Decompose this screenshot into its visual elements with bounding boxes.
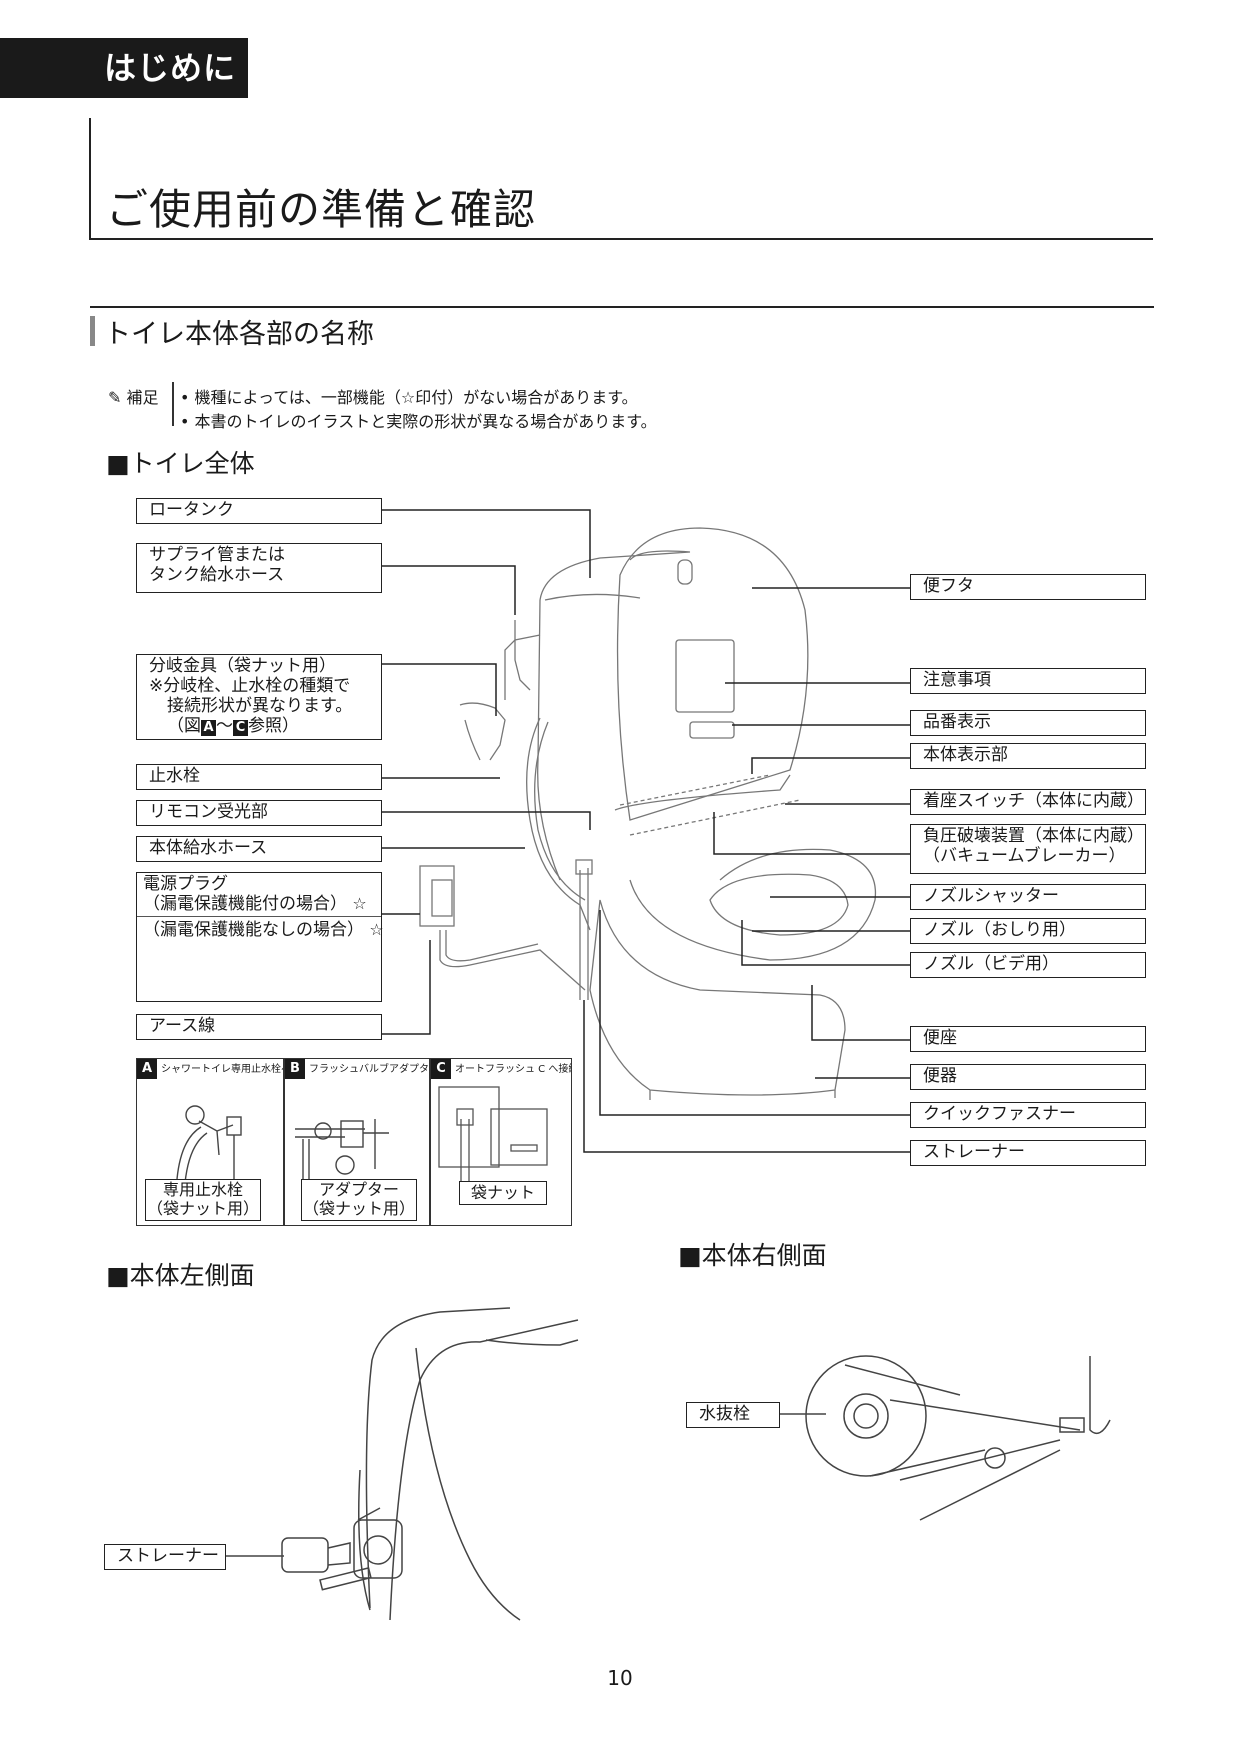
label-body-supply-hose: 本体給水ホース [136,836,382,862]
label-seat-switch: 着座スイッチ（本体に内蔵） [910,789,1146,815]
inset-a: Aシャワートイレ専用止水栓へ接続 専用止水栓（袋ナット用） [136,1058,284,1226]
drain-plug [984,1447,1006,1469]
label-vacuum-breaker: 負圧破壊装置（本体に内蔵） （バキュームブレーカー） [910,824,1146,874]
label-caution: 注意事項 [910,668,1146,694]
adapter-illustration [295,1119,389,1179]
label-quick-fastener: クイックファスナー [910,1102,1146,1128]
chapter-tab: はじめに [0,38,248,98]
left-side-outline [365,1307,511,1609]
note-label: ✎ 補足 [108,388,159,407]
caution-plate [675,639,735,713]
plug-outlet [419,865,455,927]
subsection-left-side: ■本体左側面 [106,1261,255,1290]
label-seat: 便座 [910,1026,1146,1052]
pencil-icon: ✎ [108,388,122,407]
title-rule-horizontal [89,238,1153,240]
label-earth-wire: アース線 [136,1014,382,1040]
section-marker [90,316,95,346]
label-model-number: 品番表示 [910,710,1146,736]
auto-flush-illustration [438,1086,548,1187]
label-display: 本体表示部 [910,743,1146,769]
label-low-tank: ロータンク [136,498,382,524]
label-bowl: 便器 [910,1064,1146,1090]
label-nozzle-bidet: ノズル（ビデ用） [910,952,1146,978]
tank-outline [539,550,691,601]
strainer-part [281,1537,329,1573]
label-lid: 便フタ [910,574,1146,600]
stop-valve-illustration [176,1105,242,1184]
label-supply-pipe: サプライ管または タンク給水ホース [136,543,382,593]
bowl-outline [589,899,846,1096]
note-divider [172,382,174,426]
inset-b: Bフラッシュバルブアダプターへ接続 アダプター（袋ナット用） [284,1058,430,1226]
section-title: トイレ本体各部の名称 [104,319,374,350]
label-drain-plug: 水抜栓 [686,1402,780,1428]
drain-plug-zoom [805,1355,927,1477]
note-line-1: • 機種によっては、一部機能（☆印付）がない場合があります。 [180,388,638,407]
label-nozzle-rear: ノズル（おしり用） [910,918,1146,944]
note-line-2: • 本書のトイレのイラストと実際の形状が異なる場合があります。 [180,412,657,431]
label-remote-receiver: リモコン受光部 [136,800,382,826]
label-nozzle-shutter: ノズルシャッター [910,884,1146,910]
subsection-right-side: ■本体右側面 [678,1241,827,1270]
inset-a-label: 専用止水栓（袋ナット用） [145,1179,261,1221]
inset-c-label: 袋ナット [459,1181,547,1205]
page-number: 10 [607,1666,633,1690]
lid-outline [616,527,809,821]
label-power-plug: 電源プラグ （漏電保護機能付の場合） ☆ （漏電保護機能なしの場合） ☆ [136,872,384,1002]
seat-outline [629,848,877,961]
label-strainer: ストレーナー [910,1140,1146,1166]
subsection-whole: ■トイレ全体 [106,449,255,478]
label-stop-valve: 止水栓 [136,764,382,790]
section-rule [90,306,1154,308]
title-rule-vertical [89,118,91,240]
page-title: ご使用前の準備と確認 [106,185,537,234]
inset-b-label: アダプター（袋ナット用） [301,1179,417,1221]
label-left-strainer: ストレーナー [104,1544,226,1570]
